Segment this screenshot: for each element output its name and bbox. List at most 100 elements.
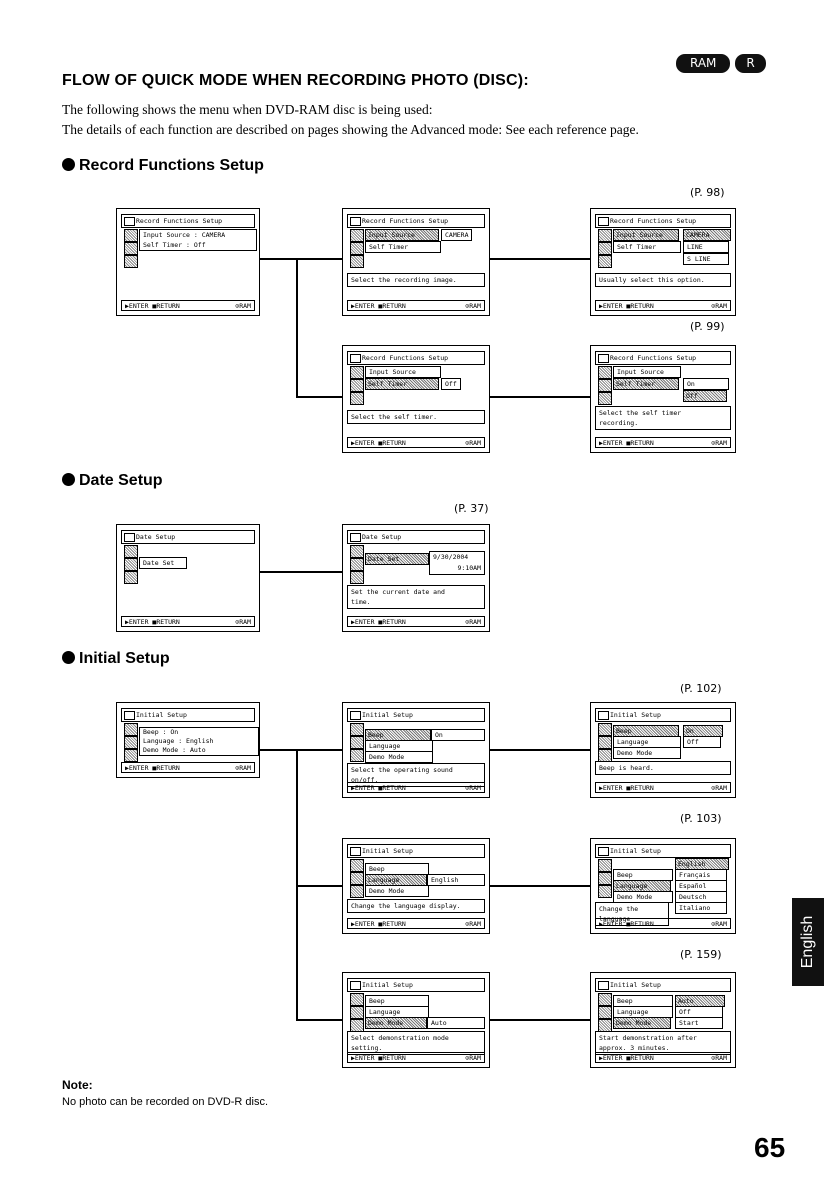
screen-footer: ▶ENTER ■RETURN⊙RAM xyxy=(347,1052,485,1063)
menu-item: Demo Mode xyxy=(365,751,433,763)
section-date-heading: Date Setup xyxy=(62,472,163,490)
tools-icon xyxy=(350,392,364,405)
screen-header: Initial Setup xyxy=(595,978,731,992)
disc-icon xyxy=(598,993,612,1006)
camera-icon xyxy=(350,736,364,749)
connector xyxy=(490,1019,590,1021)
option: Off xyxy=(683,736,721,748)
tools-icon xyxy=(124,255,138,268)
language-side-tab: English xyxy=(792,898,824,986)
screen-message: Select the self timer. xyxy=(347,410,485,424)
screen-message: Set the current date and time. xyxy=(347,585,485,609)
intro-line-1: The following shows the menu when DVD-RA… xyxy=(62,102,433,117)
menu-item-selected: Self Timer xyxy=(613,378,679,390)
connector xyxy=(296,885,342,887)
note-text: No photo can be recorded on DVD-R disc. xyxy=(62,1096,269,1108)
camera-icon xyxy=(350,558,364,571)
screen-footer: ▶ENTER ■RETURN⊙RAM xyxy=(595,437,731,448)
screen-date-main: Date Setup Date Set ▶ENTER ■RETURN⊙RAM xyxy=(116,524,260,632)
screen-header: Record Functions Setup xyxy=(121,214,255,228)
ref-p102: (P. 102) xyxy=(680,682,722,695)
screen-footer: ▶ENTER ■RETURN⊙RAM xyxy=(595,918,731,929)
disc-icon xyxy=(350,366,364,379)
screen-footer: ▶ENTER ■RETURN⊙RAM xyxy=(347,616,485,627)
screen-footer: ▶ENTER ■RETURN⊙RAM xyxy=(347,782,485,793)
menu-item-selected: Input Source xyxy=(613,229,679,241)
screen-initial-beep-options: Initial Setup Beep Language Demo Mode On… xyxy=(590,702,736,798)
menu-item: Input Source xyxy=(365,366,441,378)
screen-record-timer-select: Record Functions Setup Input Source Self… xyxy=(342,345,490,453)
ref-p99: (P. 99) xyxy=(690,320,725,333)
connector xyxy=(296,258,298,398)
tools-icon xyxy=(350,749,364,762)
menu-item-selected: Demo Mode xyxy=(613,1017,671,1029)
screen-message: Usually select this option. xyxy=(595,273,731,287)
screen-header: Date Setup xyxy=(347,530,485,544)
screen-message: Change the language xyxy=(595,902,669,926)
screen-message: Start demonstration after approx. 3 minu… xyxy=(595,1031,731,1055)
menu-item: Demo Mode xyxy=(613,747,681,759)
screen-header: Initial Setup xyxy=(347,978,485,992)
disc-type-badges: RAM R xyxy=(676,54,766,73)
tools-icon xyxy=(350,571,364,584)
connector xyxy=(490,885,590,887)
r-badge: R xyxy=(735,54,766,73)
menu-item: Input Source xyxy=(613,366,681,378)
ref-p159: (P. 159) xyxy=(680,948,722,961)
screen-message: Beep is heard. xyxy=(595,761,731,775)
menu-item-selected: Date Set xyxy=(365,553,429,565)
screen-header: Initial Setup xyxy=(347,708,485,722)
screen-header: Initial Setup xyxy=(347,844,485,858)
tools-icon xyxy=(350,885,364,898)
connector xyxy=(260,749,342,751)
intro-line-2: The details of each function are describ… xyxy=(62,122,639,137)
screen-header: Record Functions Setup xyxy=(347,214,485,228)
camera-icon xyxy=(350,872,364,885)
tools-icon xyxy=(350,255,364,268)
screen-initial-demo-select: Initial Setup Beep Language Demo Mode Au… xyxy=(342,972,490,1068)
screen-record-input-select: Record Functions Setup Input Source CAME… xyxy=(342,208,490,316)
option: LINE xyxy=(683,241,729,253)
screen-initial-demo-options: Initial Setup Beep Language Demo Mode Au… xyxy=(590,972,736,1068)
language-side-tab-label: English xyxy=(799,915,816,969)
ref-p98: (P. 98) xyxy=(690,186,725,199)
option: On xyxy=(683,378,729,390)
menu-item-selected: Self Timer xyxy=(365,378,439,390)
screen-footer: ▶ENTER ■RETURN⊙RAM xyxy=(595,1052,731,1063)
disc-icon xyxy=(124,545,138,558)
disc-icon xyxy=(350,859,364,872)
screen-message: Select demonstration mode setting. xyxy=(347,1031,485,1055)
screen-message: Change the language display. xyxy=(347,899,485,913)
camera-icon xyxy=(598,736,612,749)
section-record-label: Record Functions Setup xyxy=(79,157,264,174)
screen-header: Record Functions Setup xyxy=(347,351,485,365)
disc-icon xyxy=(350,229,364,242)
screen-header: Record Functions Setup xyxy=(595,214,731,228)
option-selected: Off xyxy=(683,390,727,402)
section-initial-label: Initial Setup xyxy=(79,650,170,667)
screen-record-main: Record Functions Setup Input Source : CA… xyxy=(116,208,260,316)
page-title: FLOW OF QUICK MODE WHEN RECORDING PHOTO … xyxy=(62,72,529,89)
camera-icon xyxy=(124,242,138,255)
page-number: 65 xyxy=(754,1132,786,1163)
ram-badge: RAM xyxy=(676,54,731,73)
disc-icon xyxy=(598,859,612,872)
tools-icon xyxy=(124,571,138,584)
screen-footer: ▶ENTER ■RETURN⊙RAM xyxy=(121,762,255,773)
disc-icon xyxy=(598,366,612,379)
section-record-heading: Record Functions Setup xyxy=(62,157,264,175)
disc-icon xyxy=(124,229,138,242)
camera-icon xyxy=(598,242,612,255)
connector xyxy=(296,396,342,398)
disc-icon xyxy=(350,545,364,558)
screen-record-timer-options: Record Functions Setup Input Source Self… xyxy=(590,345,736,453)
screen-footer: ▶ENTER ■RETURN⊙RAM xyxy=(347,300,485,311)
tools-icon xyxy=(124,749,138,762)
menu-value: Off xyxy=(441,378,461,390)
screen-header: Initial Setup xyxy=(121,708,255,722)
camera-icon xyxy=(598,872,612,885)
